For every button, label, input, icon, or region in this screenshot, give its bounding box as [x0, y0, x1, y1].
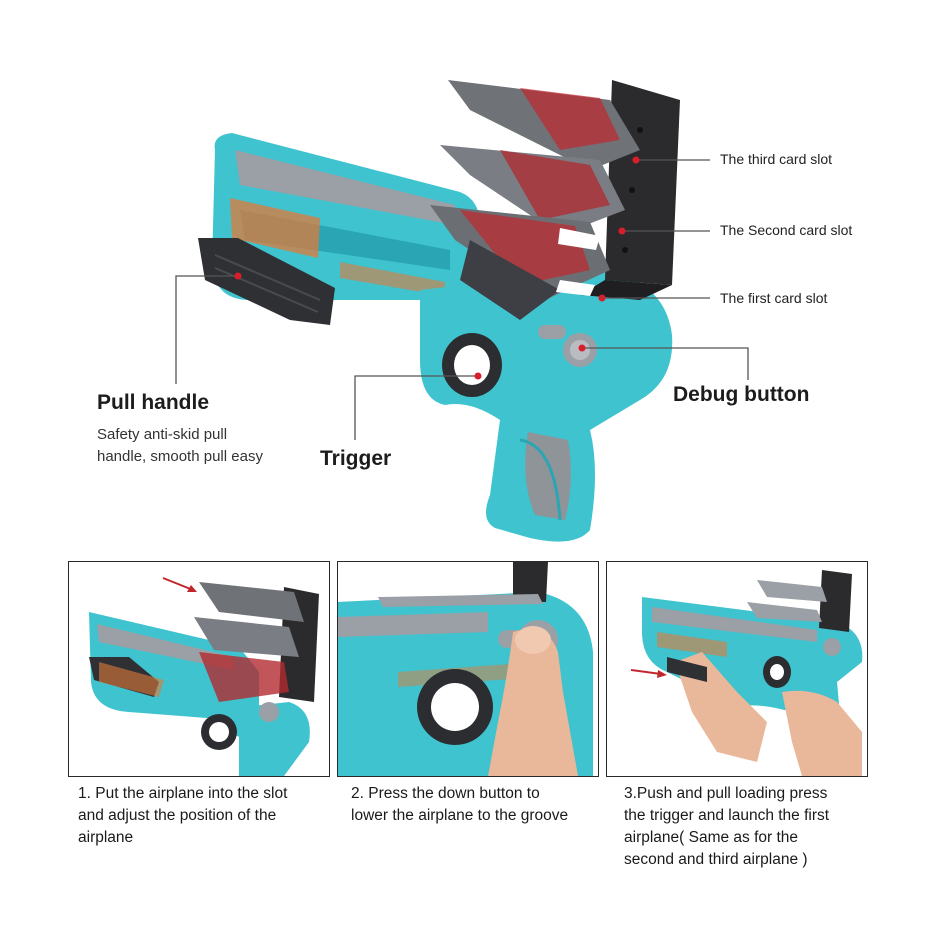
- callout-first-slot-line: [598, 294, 710, 302]
- step-2-panel: [337, 561, 599, 777]
- callout-trigger: Trigger: [320, 447, 392, 470]
- step-1-line: 1. Put the airplane into the slot: [78, 785, 288, 802]
- gun-barrel: [212, 133, 480, 300]
- callout-debug-line: [578, 344, 749, 380]
- step-2-caption: 2. Press the down button to lower the ai…: [351, 783, 568, 827]
- callout-third-slot-line: [632, 156, 710, 164]
- arrow-icon: [162, 577, 197, 592]
- arrow-icon: [630, 669, 667, 678]
- airplane-stack: [430, 80, 640, 320]
- gun-body: [420, 270, 673, 542]
- toy-gun-illustration: [175, 80, 749, 542]
- step-2-line: lower the airplane to the groove: [351, 807, 569, 824]
- callout-debug-button: Debug button: [673, 383, 810, 406]
- step-3-caption: 3.Push and pull loading press the trigge…: [624, 783, 829, 871]
- trigger-ring: [442, 333, 502, 397]
- callout-second-slot-line: [618, 227, 710, 235]
- pull-handle-desc-line: Safety anti-skid pull: [97, 426, 228, 443]
- callout-first-slot: The first card slot: [720, 290, 828, 306]
- pull-handle-desc-line: handle, smooth pull easy: [97, 448, 263, 465]
- callout-pull-handle-line: [175, 272, 242, 384]
- step-1-line: airplane: [78, 829, 134, 846]
- step-1-caption: 1. Put the airplane into the slot and ad…: [78, 783, 287, 849]
- step-2-illustration: [338, 562, 593, 776]
- step-1-illustration: [89, 582, 319, 776]
- step-3-line: airplane( Same as for the: [624, 829, 799, 846]
- step-3-line: 3.Push and pull loading press: [624, 785, 828, 802]
- step-1-line: and adjust the position of the: [78, 807, 277, 824]
- step-1-panel: [68, 561, 330, 777]
- pull-handle-description: Safety anti-skid pull handle, smooth pul…: [97, 424, 263, 468]
- step-3-panel: [606, 561, 868, 777]
- debug-button-part: [538, 325, 597, 367]
- callout-second-slot: The Second card slot: [720, 222, 853, 238]
- callout-pull-handle: Pull handle: [97, 391, 210, 414]
- step-3-illustration: [642, 570, 863, 776]
- step-2-line: 2. Press the down button to: [351, 785, 540, 802]
- step-3-line: the trigger and launch the first: [624, 807, 830, 824]
- callout-third-slot: The third card slot: [720, 151, 833, 167]
- callout-trigger-line: [354, 372, 482, 440]
- step-3-line: second and third airplane ): [624, 851, 808, 868]
- pull-handle-part: [198, 238, 335, 325]
